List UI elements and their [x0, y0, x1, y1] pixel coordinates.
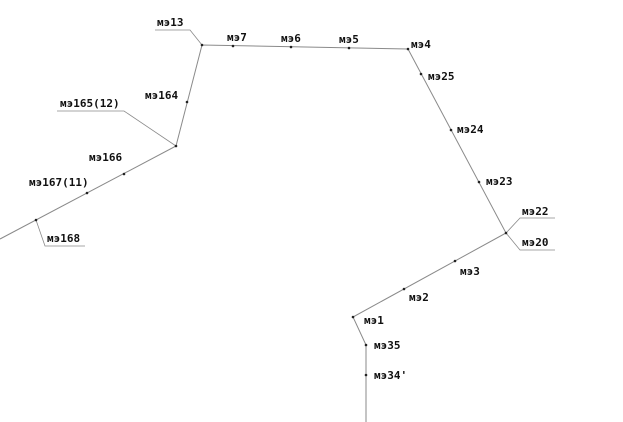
- label-mz35: мэ35: [374, 339, 401, 352]
- route-line: [0, 44, 507, 422]
- point-mz13: [200, 43, 204, 47]
- point-mz1: [351, 315, 355, 319]
- point-mz167: [85, 191, 89, 195]
- point-mz34: [364, 373, 368, 377]
- point-mz2: [402, 287, 406, 291]
- label-mz4: мэ4: [411, 38, 431, 51]
- label-mz3: мэ3: [460, 265, 480, 278]
- label-mz20: мэ20: [522, 236, 549, 249]
- label-mz165: мэ165(12): [60, 97, 120, 110]
- point-mz166: [122, 172, 126, 176]
- label-mz13: мэ13: [157, 16, 184, 29]
- label-mz167: мэ167(11): [29, 176, 89, 189]
- point-mz23: [477, 180, 481, 184]
- label-mz164: мэ164: [145, 89, 178, 102]
- point-mz5: [347, 46, 351, 50]
- label-mz23: мэ23: [486, 175, 513, 188]
- point-mz7: [231, 44, 235, 48]
- leader-mz22: [505, 217, 555, 234]
- label-mz24: мэ24: [457, 123, 484, 136]
- leader-mz20: [505, 232, 555, 251]
- point-mz20: [504, 231, 508, 235]
- point-mz4: [406, 47, 410, 51]
- point-mz6: [289, 45, 293, 49]
- point-mz168: [34, 218, 38, 222]
- label-mz7: мэ7: [227, 31, 247, 44]
- label-mz166: мэ166: [89, 151, 122, 164]
- point-mz35: [364, 343, 368, 347]
- point-mz25: [419, 72, 423, 76]
- point-mz3: [453, 259, 457, 263]
- point-mz24: [449, 128, 453, 132]
- leader-mz165: [57, 110, 177, 147]
- label-mz1: мэ1: [364, 314, 384, 327]
- leader-mz168: [35, 219, 85, 247]
- point-mz164: [185, 100, 189, 104]
- point-mz165: [174, 144, 178, 148]
- label-mz5: мэ5: [339, 33, 359, 46]
- label-mz34: мэ34': [374, 369, 407, 382]
- leader-mz13: [155, 29, 203, 46]
- label-mz6: мэ6: [281, 32, 301, 45]
- label-mz22: мэ22: [522, 205, 549, 218]
- label-mz168: мэ168: [47, 232, 80, 245]
- label-mz25: мэ25: [428, 70, 455, 83]
- label-mz2: мэ2: [409, 291, 429, 304]
